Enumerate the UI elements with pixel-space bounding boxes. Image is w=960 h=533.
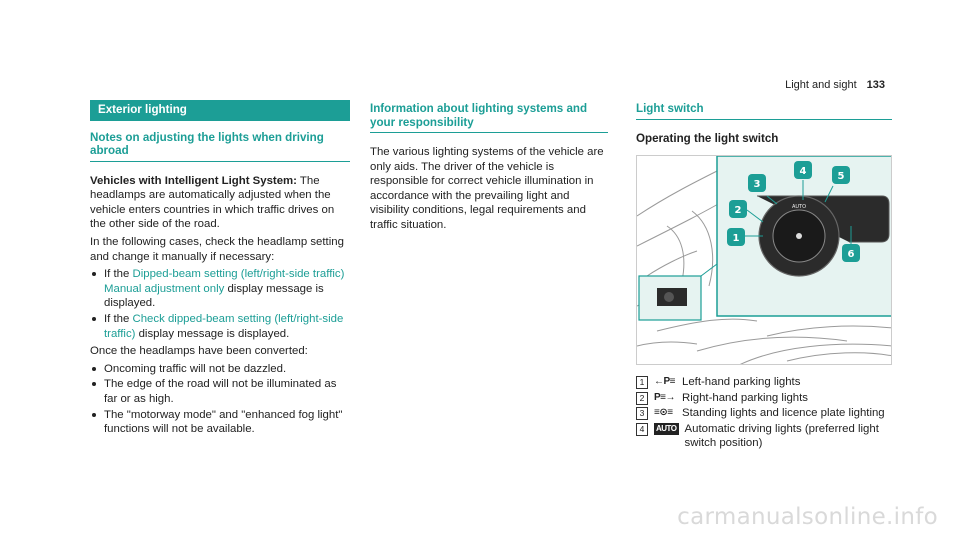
message-link[interactable]: Check dipped-beam setting (left/right-si… [104,312,344,340]
legend-item-2: 2 P≡→ Right-hand parking lights [636,391,892,406]
subheading-responsibility: Information about lighting systems and y… [370,102,608,133]
legend-item-4: 4 AUTO Automatic driving lights (preferr… [636,422,892,451]
callout-leaders [745,180,852,245]
list-item: Oncoming traffic will not be dazzled. [90,362,350,377]
legend-item-1: 1 ←P≡ Left-hand parking lights [636,375,892,390]
callout-3: 3 [754,179,761,190]
legend-number: 2 [636,391,648,405]
following-cases-paragraph: In the following cases, check the headla… [90,235,344,263]
column-responsibility: Information about lighting systems and y… [370,100,608,236]
dashboard-sketch [637,165,891,365]
callout-1: 1 [733,233,740,244]
page-number: 133 [866,79,885,91]
bullet-icon [92,382,96,387]
callout-4: 4 [800,166,807,177]
message-link[interactable]: Dipped-beam setting (left/right-side tra… [104,268,345,295]
legend-list: 1 ←P≡ Left-hand parking lights 2 P≡→ Rig… [636,375,892,451]
callouts: 3 4 5 2 1 6 [727,161,860,263]
bullet-icon [92,412,96,417]
legend-number: 3 [636,407,648,421]
vehicles-bold: Vehicles with Intelligent Light System: [90,174,297,187]
legend-text: Automatic driving lights (preferred ligh… [684,422,879,450]
callout-2: 2 [735,205,742,216]
operating-heading: Operating the light switch [636,131,779,145]
left-parking-light-icon: ←P≡ [654,376,676,388]
standing-lights-icon: ≡⊙≡ [654,407,673,419]
intelligent-light-paragraph: Vehicles with Intelligent Light System: … [90,174,350,232]
column-exterior-lighting: Exterior lighting Notes on adjusting the… [90,100,350,440]
legend-item-3: 3 ≡⊙≡ Standing lights and licence plate … [636,406,892,421]
list-item: If the Dipped-beam setting (left/right-s… [90,267,350,311]
display-message-list: If the Dipped-beam setting (left/right-s… [90,267,350,341]
list-item: If the Check dipped-beam setting (left/r… [90,312,350,341]
light-switch-figure: AUTO 3 4 5 2 1 6 [636,155,892,366]
page-header: Light and sight 133 [785,78,885,93]
subheading-driving-abroad: Notes on adjusting the lights when drivi… [90,131,350,162]
section-title: Light and sight [785,79,857,91]
section-banner: Exterior lighting [90,100,350,121]
legend-number: 1 [636,376,648,390]
bullet-icon [92,366,96,371]
callout-6: 6 [848,249,855,260]
column-light-switch: Light switch Operating the light switch [636,100,892,452]
auto-label: AUTO [792,204,806,210]
light-switch-illustration: AUTO 3 4 5 2 1 6 [637,156,891,365]
right-parking-light-icon: P≡→ [654,391,676,403]
callout-5: 5 [838,171,845,182]
legend-number: 4 [636,422,648,436]
vehicles-text: The headlamps are automatically adjusted… [90,174,335,231]
bullet-icon [92,272,96,277]
knob-indicator-icon [796,233,802,240]
responsibility-paragraph: The various lighting systems of the vehi… [370,146,604,231]
bullet-icon [92,316,96,321]
converted-paragraph: Once the headlamps have been converted: [90,345,308,358]
auto-lights-icon: AUTO [654,422,679,435]
legend-text: Left-hand parking lights [682,376,801,389]
watermark: carmanualsonline.info [677,504,938,531]
converted-effects-list: Oncoming traffic will not be dazzled. Th… [90,362,350,437]
list-item: The edge of the road will not be illumin… [90,377,350,406]
subheading-light-switch: Light switch [636,102,892,120]
legend-text: Standing lights and licence plate lighti… [682,407,885,420]
list-item: The "motorway mode" and "enhanced fog li… [90,408,350,437]
legend-text: Right-hand parking lights [682,391,809,404]
